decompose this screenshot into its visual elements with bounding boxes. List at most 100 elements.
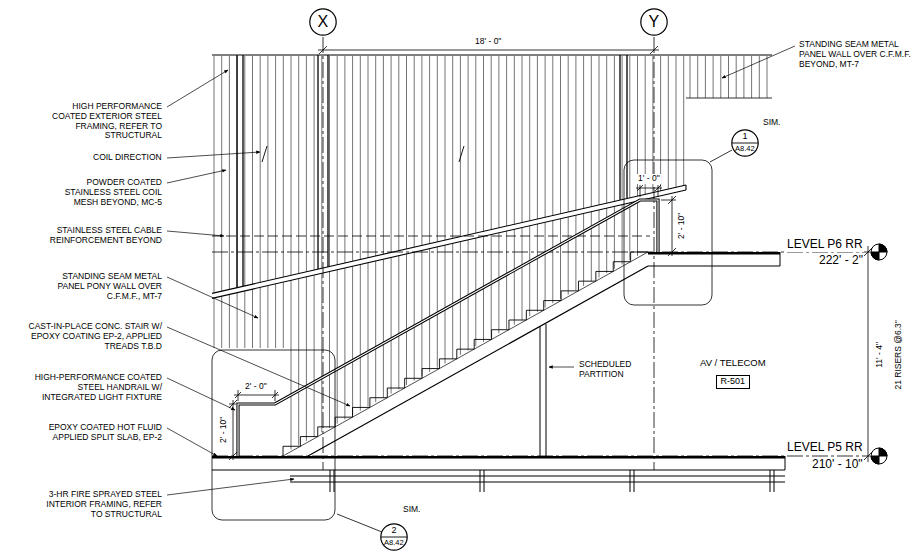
- pony-wall-seam: [506, 231, 507, 329]
- dimension-line: [319, 46, 327, 54]
- coil-mesh-line: [728, 56, 729, 98]
- coil-mesh-line: [483, 56, 484, 231]
- callout-note: CAST-IN-PLACE CONC. STAIR W/ EPOXY COATI…: [19, 322, 163, 351]
- sheet-number: A8.42: [384, 539, 404, 547]
- coil-mesh-line: [736, 56, 737, 98]
- concrete-slab: [648, 266, 780, 267]
- coil-mesh-line: [429, 56, 430, 244]
- bubble-outline: [381, 524, 407, 550]
- pony-wall-seam: [221, 296, 222, 348]
- coil-mesh-line: [468, 56, 469, 235]
- coil-mesh-line: [306, 56, 307, 272]
- pony-wall-seam: [298, 279, 299, 446]
- pony-wall-seam: [391, 257, 392, 393]
- grid-label: X: [318, 13, 329, 31]
- coil-mesh-line: [406, 56, 407, 249]
- pony-wall-seam: [229, 294, 230, 348]
- dimension-line: [658, 185, 659, 197]
- bubble-outline: [310, 9, 336, 35]
- coil-mesh-line: [668, 56, 669, 189]
- pony-wall-seam: [445, 245, 446, 363]
- bubble-outline: [732, 130, 758, 156]
- panel-top-line: [212, 55, 772, 56]
- steel-column: [236, 55, 237, 288]
- level-marker: [871, 244, 887, 464]
- pony-wall-seam: [314, 275, 315, 437]
- concrete-slab: [780, 252, 781, 266]
- pony-wall-seam: [568, 217, 569, 295]
- pony-wall-seam: [260, 287, 261, 348]
- pony-wall-cap: [212, 185, 686, 298]
- coil-mesh-line: [352, 56, 353, 261]
- coil-mesh-line: [676, 56, 677, 187]
- dimension-line: [234, 395, 279, 396]
- coil-mesh-line: [614, 56, 615, 201]
- pony-wall-cap: [212, 190, 686, 298]
- pony-wall-seam: [275, 284, 276, 348]
- level-marker: [879, 244, 887, 252]
- dimension-line: [655, 185, 661, 191]
- steel-framing: [484, 470, 485, 492]
- similar-note: SIM.: [762, 118, 781, 128]
- dimension-line: [668, 196, 676, 204]
- grid-label: Y: [649, 13, 660, 31]
- coil-mesh-line: [514, 56, 515, 224]
- coil-mesh-line: [560, 56, 561, 214]
- coil-mesh-line: [383, 56, 384, 254]
- coil-mesh-line: [652, 56, 653, 193]
- callout-note: 3-HR FIRE SPRAYED STEEL INTERIOR FRAMING…: [41, 490, 163, 519]
- coil-mesh-line: [498, 56, 499, 228]
- coil-mesh-line: [545, 56, 546, 217]
- concrete-slab: [648, 252, 780, 255]
- callout-note: SCHEDULED PARTITION: [578, 360, 642, 380]
- dimension-line: [272, 392, 278, 398]
- pony-wall-seam: [599, 210, 600, 277]
- leader-line: [167, 428, 217, 456]
- level-marker: [879, 448, 887, 456]
- elevation-value: 210' - 10": [811, 458, 864, 472]
- coil-mesh-line: [537, 56, 538, 219]
- bubble-divider: [732, 143, 758, 144]
- coil-mesh-line: [421, 56, 422, 245]
- leader-line: [167, 378, 235, 410]
- pony-wall-seam: [383, 259, 384, 398]
- sheet-number: A8.42: [735, 145, 755, 153]
- direction-mark: [262, 146, 464, 162]
- coil-mesh-line: [337, 56, 338, 265]
- leader-line: [167, 46, 795, 495]
- level-marker: [871, 448, 887, 464]
- bubble-outline: [641, 9, 667, 35]
- coil-mesh-line: [759, 56, 760, 98]
- partition: [540, 327, 541, 456]
- leader-line: [722, 46, 795, 78]
- cable-line: [212, 236, 650, 237]
- coil-mesh-line: [229, 56, 230, 289]
- coil-mesh-line: [475, 56, 476, 233]
- coil-mesh-line: [360, 56, 361, 259]
- coil-mesh-line: [767, 56, 768, 98]
- callout-note: HIGH PERFORMANCE COATED EXTERIOR STEEL F…: [36, 102, 163, 141]
- pony-wall-seam: [637, 201, 638, 256]
- coil-mesh-line: [344, 56, 345, 263]
- concrete-slab: [212, 252, 785, 470]
- coil-mesh-line: [329, 56, 330, 267]
- pony-wall-seam: [252, 289, 253, 348]
- pony-wall-seam: [368, 263, 369, 407]
- leader-line: [549, 367, 574, 368]
- callout-note: STAINLESS STEEL CABLE REINFORCEMENT BEYO…: [39, 226, 163, 246]
- pony-wall-seam: [591, 212, 592, 282]
- coil-mesh-line: [506, 56, 507, 226]
- coil-mesh-line: [321, 56, 322, 268]
- pony-wall-seam: [414, 252, 415, 381]
- dimension-line: [235, 392, 241, 398]
- steel-column: [619, 55, 620, 200]
- coil-mesh-line: [214, 56, 215, 293]
- steel-framing: [774, 470, 775, 492]
- coil-mesh-line: [583, 56, 584, 208]
- coil-mesh-line: [599, 56, 600, 205]
- leader-line: [167, 152, 260, 158]
- steel-framing: [290, 482, 785, 483]
- coil-mesh-line: [283, 56, 284, 277]
- pony-wall-seam: [406, 254, 407, 385]
